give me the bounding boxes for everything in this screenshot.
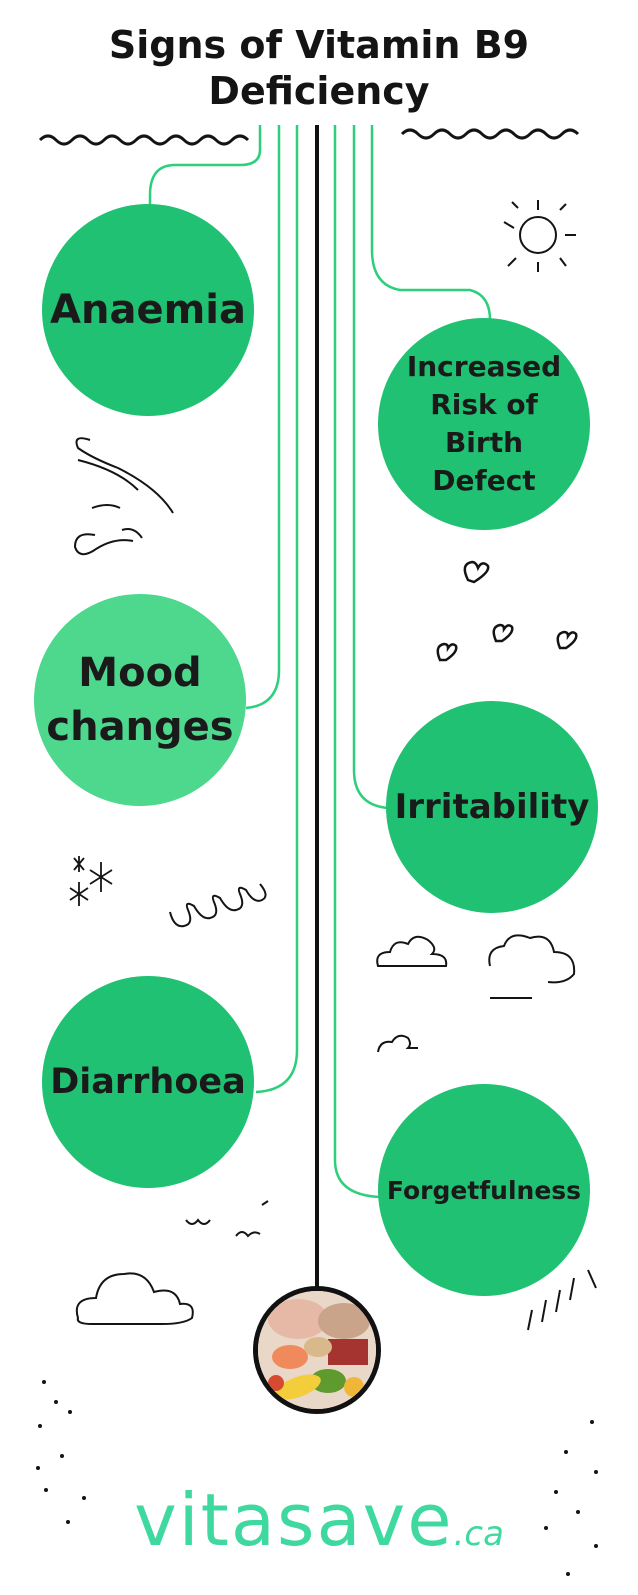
- food-plate-image: [253, 1286, 381, 1414]
- sign-birth-defect: Increased Risk of Birth Defect: [378, 318, 590, 530]
- logo-suffix: .ca: [453, 1514, 504, 1554]
- sign-diarrhoea: Diarrhoea: [42, 976, 254, 1188]
- sun-icon: [503, 200, 576, 272]
- coil-icon: [169, 883, 267, 928]
- page-title: Signs of Vitamin B9 Deficiency: [0, 22, 638, 114]
- sign-label: Irritability: [394, 787, 590, 827]
- right-squiggle: [400, 128, 580, 140]
- sign-label: Anaemia: [50, 287, 246, 333]
- cloud-left-icon: [75, 1272, 194, 1325]
- sparkles-icon: [69, 856, 113, 906]
- sign-label: Increased Risk of Birth Defect: [406, 350, 562, 497]
- sign-label: Mood changes: [46, 650, 234, 750]
- connector-lines: [148, 125, 492, 1199]
- rays-icon: [527, 1269, 597, 1331]
- brand-logo[interactable]: vitasave.ca: [0, 1478, 638, 1562]
- raindrops-icon: [36, 1380, 598, 1576]
- food-plate-icon: [258, 1291, 376, 1409]
- hearts-icon: [436, 560, 578, 662]
- sign-mood-changes: Mood changes: [34, 594, 246, 806]
- title-line-2: Deficiency: [208, 69, 430, 113]
- title-line-1: Signs of Vitamin B9: [108, 23, 530, 67]
- left-squiggle: [38, 134, 250, 146]
- wind-icon: [73, 437, 174, 556]
- sign-irritability: Irritability: [386, 701, 598, 913]
- sign-label: Forgetfulness: [386, 1175, 582, 1205]
- birds-icon: [185, 1200, 269, 1238]
- logo-name: vitasave: [134, 1478, 454, 1562]
- sign-forgetfulness: Forgetfulness: [378, 1084, 590, 1296]
- sign-label: Diarrhoea: [50, 1062, 246, 1102]
- sign-anaemia: Anaemia: [42, 204, 254, 416]
- clouds-icon: [376, 934, 576, 1053]
